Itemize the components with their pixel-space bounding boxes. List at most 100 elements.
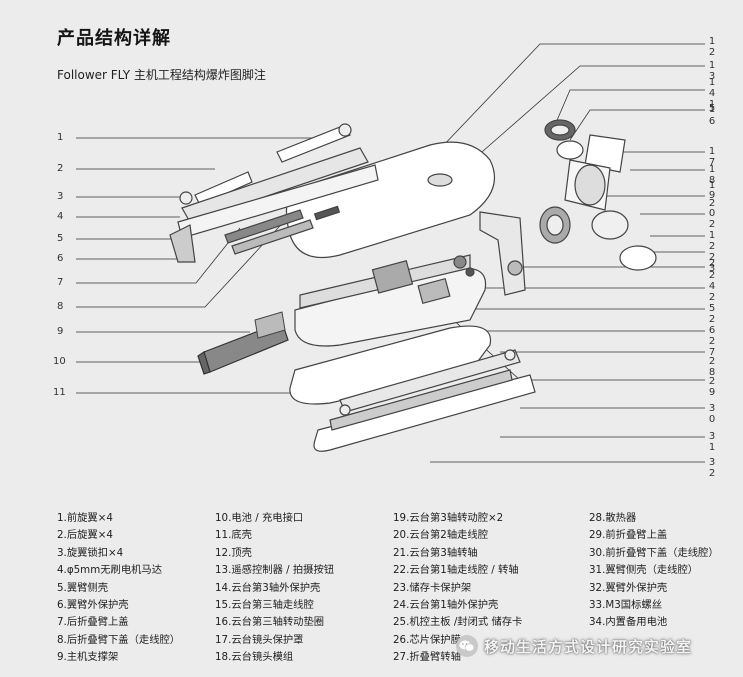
callout-right-digit: 6: [708, 325, 716, 336]
callout-right-digit: 2: [708, 468, 716, 479]
legend-item: 14.云台第3轴外保护壳: [215, 581, 321, 594]
callout-right-digit: 7: [708, 347, 716, 358]
callout-right-digit: 2: [708, 376, 716, 387]
callout-right-digit: 0: [708, 414, 716, 425]
legend-item: 19.云台第3轴转动腔×2: [393, 512, 504, 524]
legend-item: 34.内置备用电池: [589, 616, 668, 629]
legend-item: 30.前折叠臂下盖（走线腔）: [589, 546, 719, 559]
callout-right-digit: 1: [708, 60, 716, 71]
legend-item: 21.云台第3轴转轴: [393, 546, 478, 559]
left-arm-assembly: [169, 123, 379, 263]
callout-left-4: 4: [57, 211, 64, 222]
callout-left-8: 8: [57, 301, 64, 312]
legend-item: 5.翼臂侧壳: [57, 581, 109, 594]
legend-item: 20.云台第2轴走线腔: [393, 529, 489, 542]
exploded-diagram: FOLLOWER: [76, 43, 705, 463]
callout-right-digit: 2: [708, 258, 716, 269]
legend-item: 29.前折叠臂上盖: [589, 529, 668, 542]
callout-right-digit: 1: [708, 442, 716, 453]
callout-right-digit: 2: [708, 270, 716, 281]
callout-right-digit: 1: [708, 104, 716, 115]
callout-right-digit: 8: [708, 175, 716, 186]
page-title: 产品结构详解: [57, 28, 171, 49]
callout-right-digit: 1: [708, 36, 716, 47]
callout-right-digit: 0: [708, 208, 716, 219]
legend-item: 24.云台第1轴外保护壳: [393, 599, 499, 612]
legend-item: 15.云台第三轴走线腔: [215, 599, 314, 612]
legend-column-4: 28.散热器 29.前折叠臂上盖 30.前折叠臂下盖（走线腔） 31.翼臂侧壳（…: [589, 510, 719, 632]
callout-left-2: 2: [57, 163, 64, 174]
callout-left-7: 7: [57, 277, 64, 288]
callout-right-digit: 6: [708, 116, 716, 127]
legend-item: 11.底壳: [215, 529, 252, 542]
callout-left-5: 5: [57, 233, 64, 244]
wechat-icon: [456, 635, 478, 657]
legend-item: 33.M3国标螺丝: [589, 599, 662, 612]
legend-item: 25.机控主板 /封闭式 储存卡: [393, 616, 523, 629]
callout-left-10: 10: [53, 356, 66, 367]
callout-right-digit: 9: [708, 190, 716, 201]
legend-item: 18.云台镜头模组: [215, 651, 294, 664]
callout-right-digit: 2: [708, 252, 716, 263]
callout-right-digit: 2: [708, 241, 716, 252]
callout-right-digit: 1: [708, 77, 716, 88]
callout-right-digit: 3: [708, 457, 716, 468]
callout-left-1: 1: [57, 132, 64, 143]
legend-item: 32.翼臂外保护壳: [589, 581, 668, 594]
legend-item: 17.云台镜头保护罩: [215, 633, 304, 646]
front-arm-assembly: [313, 349, 536, 452]
legend-column-1: 1.前旋翼×4 2.后旋翼×4 3.旋翼锁扣×4 4.φ5mm无刷电机马达 5.…: [57, 510, 180, 667]
legend-item: 10.电池 / 充电接口: [215, 512, 304, 524]
callout-right-digit: 8: [708, 367, 716, 378]
watermark-text: 移动生活方式设计研究实验室: [484, 637, 693, 656]
legend-item: 31.翼臂侧壳（走线腔）: [589, 564, 699, 577]
callout-left-11: 11: [53, 387, 66, 398]
legend-item: 1.前旋翼×4: [57, 512, 113, 524]
callout-right-digit: 1: [708, 146, 716, 157]
legend-item: 28.散热器: [589, 512, 637, 524]
callout-right-digit: 5: [708, 103, 716, 114]
callout-right-digit: 2: [708, 292, 716, 303]
legend-item: 27.折叠臂转轴: [393, 651, 461, 664]
legend-item: 4.φ5mm无刷电机马达: [57, 564, 163, 577]
legend-item: 16.云台第三轴转动垫圈: [215, 616, 325, 629]
callout-right-digit: 1: [708, 164, 716, 175]
legend-item: 6.翼臂外保护壳: [57, 599, 129, 612]
callout-right-digit: 3: [708, 263, 716, 274]
callout-left-3: 3: [57, 191, 64, 202]
gimbal-assembly: [453, 119, 657, 296]
callout-right-digit: 9: [708, 387, 716, 398]
legend-item: 23.储存卡保护架: [393, 581, 472, 594]
chassis: [294, 254, 487, 347]
callout-right-digit: 4: [708, 281, 716, 292]
callout-right-digit: 1: [708, 99, 716, 110]
legend-column-2: 10.电池 / 充电接口 11.底壳 12.顶壳 13.遥感控制器 / 拍摄按钮…: [215, 510, 334, 667]
legend-item: 13.遥感控制器 / 拍摄按钮: [215, 564, 335, 577]
callout-left-9: 9: [57, 326, 64, 337]
legend-item: 9.主机支撑架: [57, 651, 119, 664]
legend-item: 12.顶壳: [215, 546, 252, 559]
legend-item: 26.芯片保护膜: [393, 633, 461, 646]
callout-right-digit: 3: [708, 431, 716, 442]
callout-right-digit: 2: [708, 356, 716, 367]
page-subtitle: Follower FLY 主机工程结构爆炸图脚注: [57, 68, 266, 82]
callout-right-digit: 7: [708, 157, 716, 168]
callout-right-digit: 5: [708, 303, 716, 314]
legend-item: 7.后折叠臂上盖: [57, 616, 129, 629]
top-shell: [285, 141, 496, 259]
callout-right-digit: 1: [708, 230, 716, 241]
callout-right-digit: 2: [708, 219, 716, 230]
callout-right-digit: 2: [708, 336, 716, 347]
legend-column-3: 19.云台第3轴转动腔×2 20.云台第2轴走线腔 21.云台第3轴转轴 22.…: [393, 510, 522, 667]
callout-right-digit: 4: [708, 88, 716, 99]
callout-right-digit: 1: [708, 180, 716, 191]
legend-item: 22.云台第1轴走线腔 / 转轴: [393, 564, 519, 577]
legend-item: 8.后折叠臂下盖（走线腔）: [57, 633, 181, 646]
callout-right-digit: 2: [708, 314, 716, 325]
callout-left-6: 6: [57, 253, 64, 264]
callout-right-digit: 2: [708, 198, 716, 209]
legend-item: 3.旋翼锁扣×4: [57, 546, 124, 559]
watermark: 移动生活方式设计研究实验室: [456, 633, 692, 659]
callout-right-digit: 2: [708, 47, 716, 58]
callout-right-digit: 3: [708, 71, 716, 82]
